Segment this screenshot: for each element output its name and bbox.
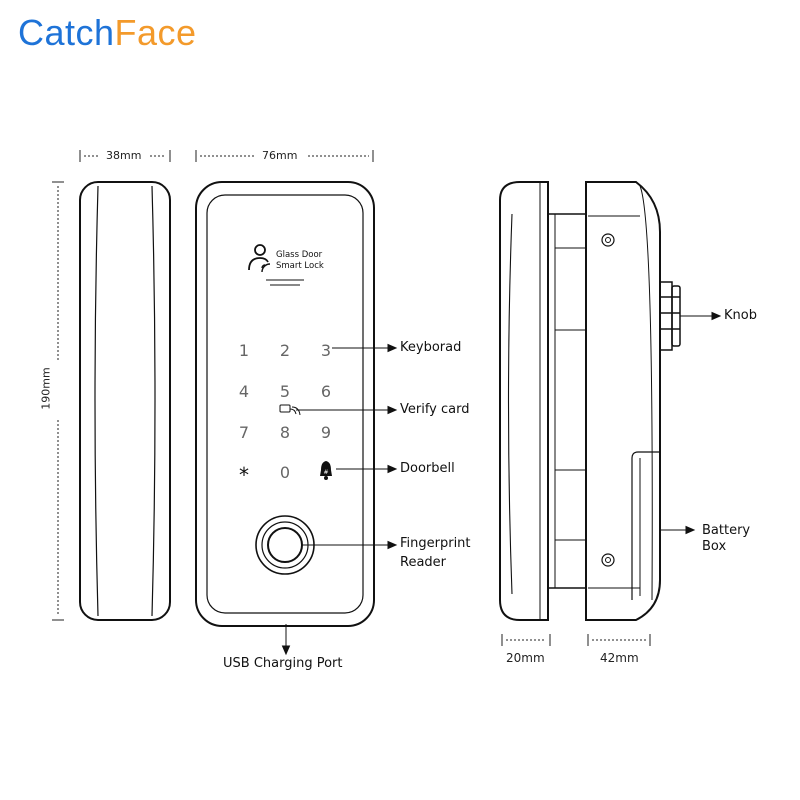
keypad: 1 2 3 4 5 6 7 8 9 * 0 bbox=[239, 341, 331, 487]
key-0[interactable]: 0 bbox=[280, 463, 290, 482]
dim-20mm-label: 20mm bbox=[506, 651, 545, 665]
key-5[interactable]: 5 bbox=[280, 382, 290, 401]
dim-side-lines bbox=[501, 634, 651, 646]
front-panel bbox=[195, 181, 375, 627]
key-4[interactable]: 4 bbox=[239, 382, 249, 401]
callout-lines-right bbox=[660, 311, 722, 535]
label-verify-card: Verify card bbox=[400, 402, 470, 417]
user-wifi-icon bbox=[248, 244, 271, 273]
card-icon bbox=[279, 404, 301, 416]
svg-text:#: # bbox=[323, 469, 328, 476]
key-1[interactable]: 1 bbox=[239, 341, 249, 360]
dim-190mm-line bbox=[52, 181, 64, 621]
key-6[interactable]: 6 bbox=[321, 382, 331, 401]
side-view-right bbox=[499, 181, 661, 621]
label-keyboard: Keyborad bbox=[400, 340, 462, 355]
label-battery-2: Box bbox=[702, 539, 727, 554]
brand-logo: CatchFace bbox=[18, 12, 197, 54]
dim-190mm-label: 190mm bbox=[39, 367, 53, 410]
label-doorbell: Doorbell bbox=[400, 461, 455, 476]
label-usb: USB Charging Port bbox=[223, 656, 343, 671]
brand-part-1: Catch bbox=[18, 12, 115, 53]
key-7[interactable]: 7 bbox=[239, 423, 249, 442]
label-knob: Knob bbox=[724, 308, 757, 323]
label-fingerprint-2: Reader bbox=[400, 555, 447, 570]
side-profile-left bbox=[79, 181, 171, 621]
dim-76mm-label: 76mm bbox=[262, 149, 298, 162]
key-2[interactable]: 2 bbox=[280, 341, 290, 360]
key-star[interactable]: * bbox=[239, 463, 249, 487]
brand-part-2: Face bbox=[114, 12, 197, 53]
dim-76mm-line bbox=[195, 150, 374, 162]
key-8[interactable]: 8 bbox=[280, 423, 290, 442]
bell-icon[interactable]: # bbox=[320, 461, 332, 480]
panel-logo-line1: Glass Door bbox=[276, 250, 323, 260]
dim-42mm-label: 42mm bbox=[600, 651, 639, 665]
panel-logo-line2: Smart Lock bbox=[276, 261, 324, 271]
callout-lines bbox=[281, 343, 398, 656]
dim-38mm-line bbox=[79, 150, 171, 162]
key-9[interactable]: 9 bbox=[321, 423, 331, 442]
knob-icon[interactable] bbox=[659, 281, 681, 351]
label-fingerprint-1: Fingerprint bbox=[400, 536, 471, 551]
label-battery-1: Battery bbox=[702, 523, 751, 538]
key-3[interactable]: 3 bbox=[321, 341, 331, 360]
dim-38mm-label: 38mm bbox=[106, 149, 142, 162]
